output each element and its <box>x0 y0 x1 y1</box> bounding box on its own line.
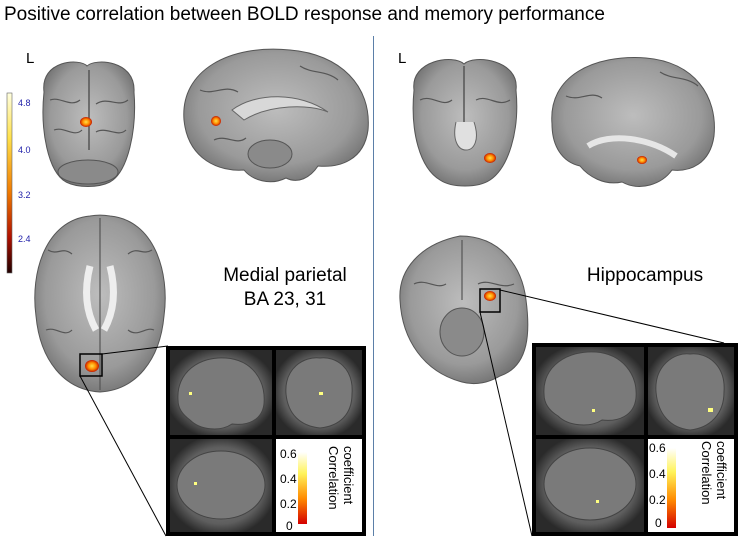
corr-label-right-line2: coefficient <box>714 441 729 500</box>
left-zoom-line-bottom <box>79 375 167 537</box>
corr-tick-right-3: 0.2 <box>649 493 666 507</box>
left-region-label-line1: Medial parietal <box>223 265 347 286</box>
right-roi-box <box>479 288 501 313</box>
corr-tick-left-1: 0.6 <box>280 447 297 461</box>
stat-tick-2: 4.0 <box>18 145 31 155</box>
left-region-label: Medial parietal BA 23, 31 <box>200 264 370 312</box>
corr-tick-right-1: 0.6 <box>649 441 666 455</box>
right-axial-slice <box>399 235 529 385</box>
corr-label-left-line2: coefficient <box>341 446 356 505</box>
stat-tick-4: 2.4 <box>18 234 31 244</box>
corr-label-right-line1: Correlation <box>699 441 714 505</box>
stat-tick-3: 3.2 <box>18 190 31 200</box>
left-axial-slice <box>34 214 166 393</box>
corr-tick-left-2: 0.4 <box>280 472 297 486</box>
correlation-colorbar-right <box>667 448 676 528</box>
activation-blob-left-sagittal <box>211 116 221 126</box>
activation-blob-right-coronal <box>484 153 496 163</box>
activation-blob-right-sagittal <box>637 156 647 164</box>
left-roi-box <box>79 353 103 377</box>
left-orientation-label: L <box>26 50 35 67</box>
right-coronal-slice <box>412 59 518 187</box>
left-sagittal-slice <box>183 48 369 183</box>
right-orientation-label: L <box>398 50 407 67</box>
corr-tick-right-2: 0.4 <box>649 467 666 481</box>
right-zoom-line-top <box>499 289 725 344</box>
left-inset <box>166 346 366 536</box>
right-region-label: Hippocampus <box>586 265 704 286</box>
corr-label-left-line1: Correlation <box>326 446 341 510</box>
corr-tick-left-3: 0.2 <box>280 497 297 511</box>
activation-blob-left-coronal <box>80 117 92 127</box>
stat-colorbar <box>6 92 13 274</box>
corr-tick-left-4: 0 <box>286 519 293 533</box>
left-region-label-line2: BA 23, 31 <box>243 289 327 310</box>
stat-tick-1: 4.8 <box>18 98 31 108</box>
right-inset <box>532 343 738 536</box>
right-sagittal-slice <box>551 57 715 187</box>
panel-divider <box>373 36 374 536</box>
corr-tick-right-4: 0 <box>655 516 662 530</box>
right-zoom-line-bottom <box>479 311 533 537</box>
correlation-colorbar-left <box>298 452 307 524</box>
left-coronal-slice <box>42 61 136 187</box>
activation-blob-right-axial <box>484 291 496 301</box>
activation-blob-left-axial <box>85 360 99 372</box>
figure-title: Positive correlation between BOLD respon… <box>4 4 605 25</box>
left-zoom-line-top <box>101 345 169 355</box>
